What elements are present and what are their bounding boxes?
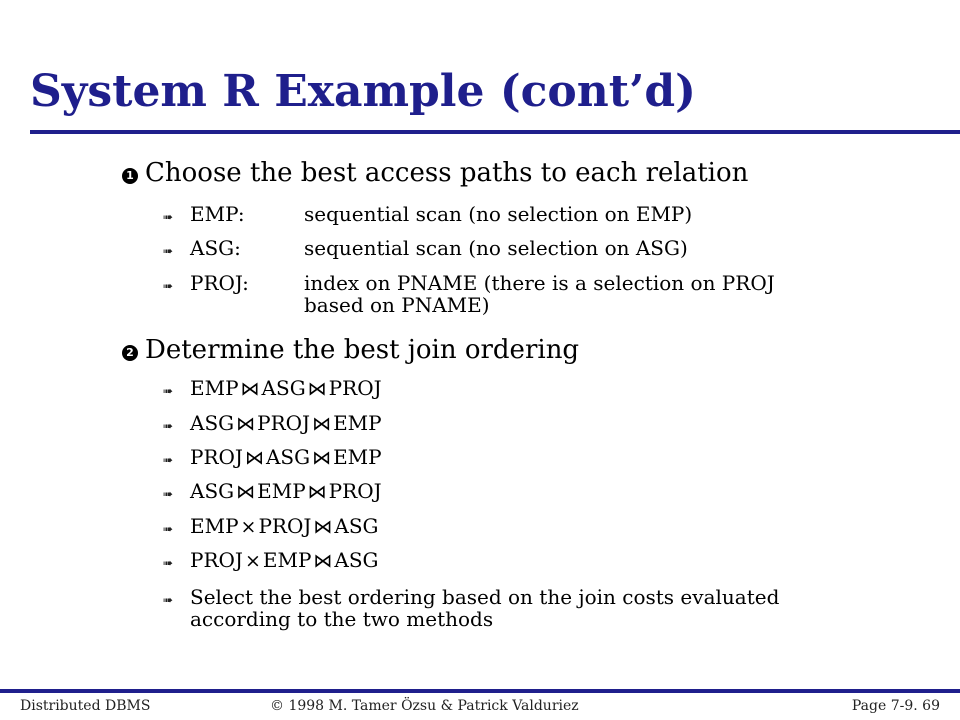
step-1-text: Choose the best access paths to each rel… bbox=[145, 158, 749, 188]
join-ordering: ASG⋈EMP⋈PROJ bbox=[190, 479, 382, 503]
list-item: ➠ EMP×PROJ⋈ASG bbox=[163, 515, 379, 540]
list-item: ➠ PROJ⋈ASG⋈EMP bbox=[163, 446, 382, 471]
join-operator-icon: ⋈ bbox=[312, 413, 332, 435]
slide-body: 1 Choose the best access paths to each r… bbox=[122, 158, 830, 630]
title-rule bbox=[30, 130, 960, 134]
arrow-bullet-icon: ➠ bbox=[163, 279, 174, 293]
list-item: ➠ EMP⋈ASG⋈PROJ bbox=[163, 377, 382, 402]
join-ordering: PROJ⋈ASG⋈EMP bbox=[190, 445, 382, 469]
join-operator-icon: ⋈ bbox=[240, 378, 260, 400]
access-path-desc: sequential scan (no selection on EMP) bbox=[304, 202, 693, 226]
join-operator-icon: ⋈ bbox=[307, 378, 327, 400]
list-item: ➠ PROJ: index on PNAME (there is a selec… bbox=[163, 272, 824, 316]
footer-rule bbox=[0, 689, 960, 693]
list-item: ➠ PROJ×EMP⋈ASG bbox=[163, 549, 379, 574]
join-operator-icon: ⋈ bbox=[244, 447, 264, 469]
ordering-conclusion: Select the best ordering based on the jo… bbox=[190, 585, 780, 631]
numbered-circle-icon: 1 bbox=[122, 168, 138, 184]
list-item: ➠ ASG⋈PROJ⋈EMP bbox=[163, 412, 382, 437]
join-operator-icon: ⋈ bbox=[236, 413, 256, 435]
step-1: 1 Choose the best access paths to each r… bbox=[122, 158, 748, 188]
list-item: ➠ EMP: sequential scan (no selection on … bbox=[163, 203, 824, 228]
join-ordering: EMP⋈ASG⋈PROJ bbox=[190, 376, 382, 400]
join-operator-icon: ⋈ bbox=[236, 481, 256, 503]
relation-label: PROJ: bbox=[190, 271, 249, 295]
arrow-bullet-icon: ➠ bbox=[163, 453, 174, 467]
numbered-circle-icon: 2 bbox=[122, 345, 138, 361]
cross-product-icon: × bbox=[240, 516, 257, 538]
join-operator-icon: ⋈ bbox=[312, 447, 332, 469]
step-2-text: Determine the best join ordering bbox=[145, 335, 580, 365]
relation-label: ASG: bbox=[190, 236, 241, 260]
list-item: ➠ ASG: sequential scan (no selection on … bbox=[163, 237, 824, 262]
footer-page-number: Page 7-9. 69 bbox=[851, 698, 940, 714]
step-2: 2 Determine the best join ordering bbox=[122, 335, 579, 365]
cross-product-icon: × bbox=[244, 550, 261, 572]
access-path-desc: index on PNAME (there is a selection on … bbox=[304, 271, 775, 317]
footer-copyright: © 1998 M. Tamer Özsu & Patrick Valduriez bbox=[270, 698, 579, 714]
join-ordering: ASG⋈PROJ⋈EMP bbox=[190, 411, 382, 435]
arrow-bullet-icon: ➠ bbox=[163, 593, 174, 607]
relation-label: EMP: bbox=[190, 202, 245, 226]
access-path-desc: sequential scan (no selection on ASG) bbox=[304, 236, 688, 260]
footer-course: Distributed DBMS bbox=[20, 698, 151, 714]
join-operator-icon: ⋈ bbox=[313, 550, 333, 572]
slide-title: System R Example (cont’d) bbox=[30, 66, 696, 117]
arrow-bullet-icon: ➠ bbox=[163, 210, 174, 224]
join-ordering: PROJ×EMP⋈ASG bbox=[190, 548, 379, 572]
arrow-bullet-icon: ➠ bbox=[163, 384, 174, 398]
arrow-bullet-icon: ➠ bbox=[163, 522, 174, 536]
list-item: ➠ ASG⋈EMP⋈PROJ bbox=[163, 480, 382, 505]
arrow-bullet-icon: ➠ bbox=[163, 487, 174, 501]
arrow-bullet-icon: ➠ bbox=[163, 244, 174, 258]
join-operator-icon: ⋈ bbox=[313, 516, 333, 538]
arrow-bullet-icon: ➠ bbox=[163, 556, 174, 570]
join-operator-icon: ⋈ bbox=[307, 481, 327, 503]
arrow-bullet-icon: ➠ bbox=[163, 419, 174, 433]
list-item: ➠ Select the best ordering based on the … bbox=[163, 586, 830, 630]
join-ordering: EMP×PROJ⋈ASG bbox=[190, 514, 379, 538]
